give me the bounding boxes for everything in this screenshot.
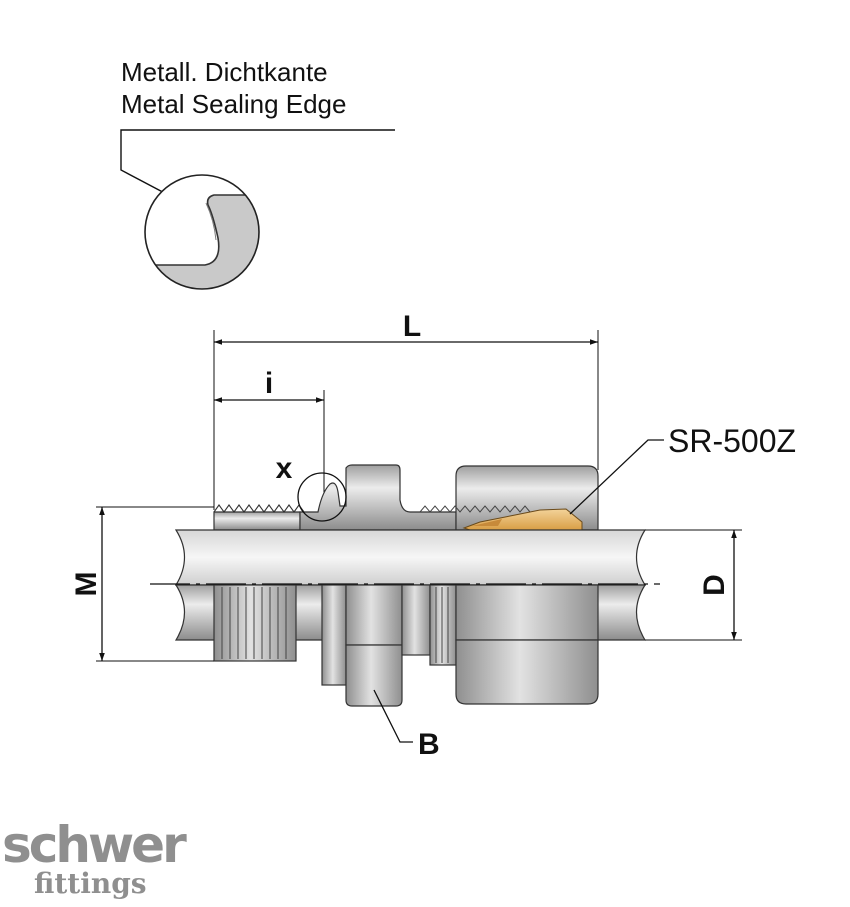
logo-wordmark-schwer: schwer [2,816,187,874]
dimension-D: D [645,529,742,641]
dimension-M: M [70,506,214,662]
dim-label-L: L [403,310,421,343]
leader-B: B [373,689,440,761]
dimension-i: i [214,367,325,520]
dim-label-B: B [418,728,440,761]
sealing-edge-callout: Metall. Dichtkante Metal Sealing Edge [120,57,395,290]
callout-title-de: Metall. Dichtkante [121,57,328,87]
callout-title-en: Metal Sealing Edge [121,89,346,119]
detail-circle [144,174,260,290]
schwer-fittings-logo: schwer fittings [2,816,190,900]
dimension-L: L [213,310,599,510]
fitting-upper-section [213,464,599,531]
dim-label-x: x [276,452,293,485]
dim-label-i: i [265,367,273,400]
fitting-lower-view [213,584,599,707]
leader-sr-500z: SR-500Z [569,423,796,515]
sealing-edge-detail [145,175,259,289]
dim-label-M: M [70,572,103,597]
callout-leader-line [120,129,395,209]
logo-wordmark-fittings: fittings [34,867,147,900]
dim-label-D: D [698,574,731,596]
x-detail-marker [297,472,347,522]
part-number-label: SR-500Z [668,423,796,459]
